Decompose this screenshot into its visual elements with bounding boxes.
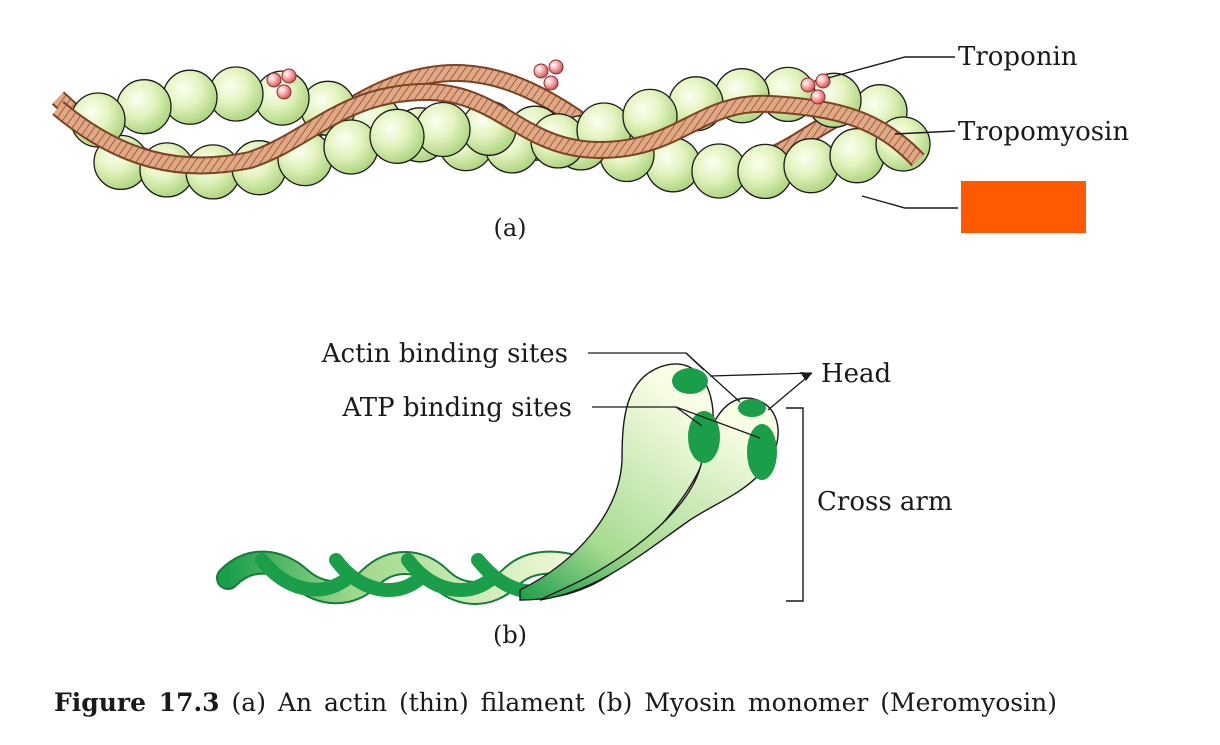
figure-caption: Figure 17.3 (a) An actin (thin) filament… [54, 688, 1194, 717]
panel-a-label: (a) [493, 214, 526, 242]
tropomyosin-strand-front-fill [53, 84, 924, 173]
actin-monomer [415, 101, 471, 158]
actin-monomer [369, 108, 425, 164]
actin-monomer [737, 143, 793, 200]
actin-monomer [162, 69, 218, 125]
figure-caption-text: (a) An actin (thin) filament (b) Myosin … [231, 688, 1057, 717]
troponin-complex [800, 73, 831, 105]
actin-monomer [323, 119, 379, 175]
tropomyosin-label: Tropomyosin [958, 117, 1129, 147]
actin-binding-sites-label: Actin binding sites [321, 339, 568, 369]
atp-binding-leader-branch [675, 406, 703, 427]
figure-number: Figure 17.3 [54, 688, 220, 717]
redacted-label-box [961, 181, 1086, 233]
head-arrow [800, 372, 812, 381]
head-leader-line-2 [767, 372, 813, 411]
head-leader-line [709, 372, 813, 377]
troponin-complex [266, 68, 297, 100]
actin-monomer [783, 138, 839, 194]
actin-leader-line [861, 195, 958, 209]
head-label: Head [821, 359, 891, 389]
actin-monomer [116, 79, 172, 135]
troponin-label: Troponin [958, 42, 1078, 72]
cross-arm-bracket [786, 407, 804, 602]
actin-binding-site [738, 399, 766, 417]
panel-b-label: (b) [493, 621, 527, 649]
tropomyosin-leader-line [894, 130, 956, 135]
actin-binding-leader-branch [685, 352, 705, 371]
atp-binding-sites-label: ATP binding sites [341, 393, 572, 423]
actin-filament-diagram: Troponin Tropomyosin (a) [51, 42, 1129, 242]
myosin-arm-front [539, 397, 779, 601]
cross-arm-label: Cross arm [817, 487, 953, 517]
myosin-monomer-diagram: Actin binding sites ATP binding sites He… [216, 339, 953, 649]
troponin-leader-line [827, 56, 955, 79]
actin-binding-site [672, 368, 708, 394]
atp-binding-site [688, 411, 720, 463]
atp-binding-site [747, 424, 777, 480]
troponin-complex [533, 59, 564, 91]
myosin-tail [216, 550, 597, 605]
